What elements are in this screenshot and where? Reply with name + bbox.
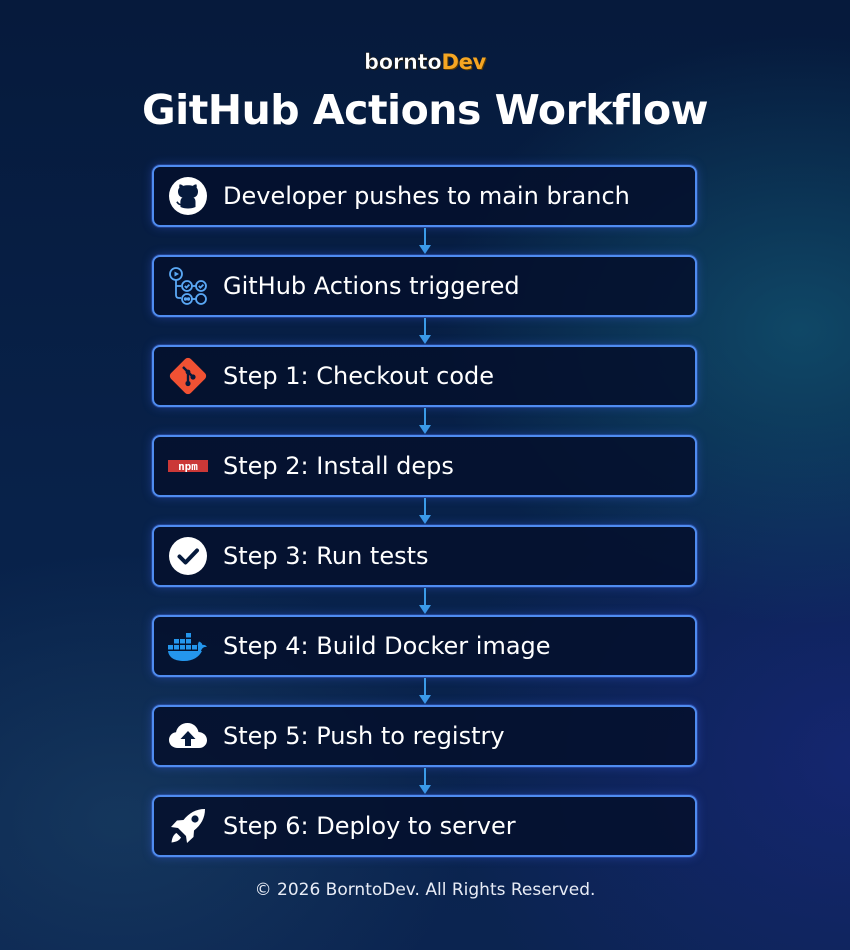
arrow-down-icon: [419, 228, 431, 254]
step-label: GitHub Actions triggered: [223, 272, 520, 300]
cloud-upload-icon: [167, 715, 209, 757]
borntodev-logo: borntoDev: [0, 50, 850, 75]
workflow-step-deploy: Step 6: Deploy to server: [152, 795, 697, 857]
arrow-down-icon: [419, 588, 431, 614]
docker-icon: [167, 625, 209, 667]
page-title: GitHub Actions Workflow: [141, 86, 709, 134]
check-circle-icon: [167, 535, 209, 577]
step-label: Developer pushes to main branch: [223, 182, 630, 210]
workflow-step-docker: Step 4: Build Docker image: [152, 615, 697, 677]
step-label: Step 4: Build Docker image: [223, 632, 551, 660]
npm-icon: npm: [167, 445, 209, 487]
copyright-footer: © 2026 BorntoDev. All Rights Reserved.: [254, 880, 596, 900]
step-label: Step 2: Install deps: [223, 452, 454, 480]
github-actions-icon: [167, 265, 209, 307]
arrow-down-icon: [419, 498, 431, 524]
step-label: Step 5: Push to registry: [223, 722, 505, 750]
workflow-step-trigger: GitHub Actions triggered: [152, 255, 697, 317]
workflow-step-push: Developer pushes to main branch: [152, 165, 697, 227]
workflow-step-tests: Step 3: Run tests: [152, 525, 697, 587]
step-label: Step 6: Deploy to server: [223, 812, 516, 840]
workflow-step-checkout: Step 1: Checkout code: [152, 345, 697, 407]
git-icon: [167, 355, 209, 397]
arrow-down-icon: [419, 408, 431, 434]
workflow-step-install: npm Step 2: Install deps: [152, 435, 697, 497]
logo-text-part1: bornto: [364, 50, 442, 75]
logo-text-part2: Dev: [441, 50, 486, 74]
arrow-down-icon: [419, 768, 431, 794]
npm-icon-text: npm: [178, 460, 198, 473]
workflow-step-push-registry: Step 5: Push to registry: [152, 705, 697, 767]
step-label: Step 3: Run tests: [223, 542, 429, 570]
arrow-down-icon: [419, 678, 431, 704]
step-label: Step 1: Checkout code: [223, 362, 495, 390]
arrow-down-icon: [419, 318, 431, 344]
github-icon: [167, 175, 209, 217]
rocket-icon: [167, 805, 209, 847]
